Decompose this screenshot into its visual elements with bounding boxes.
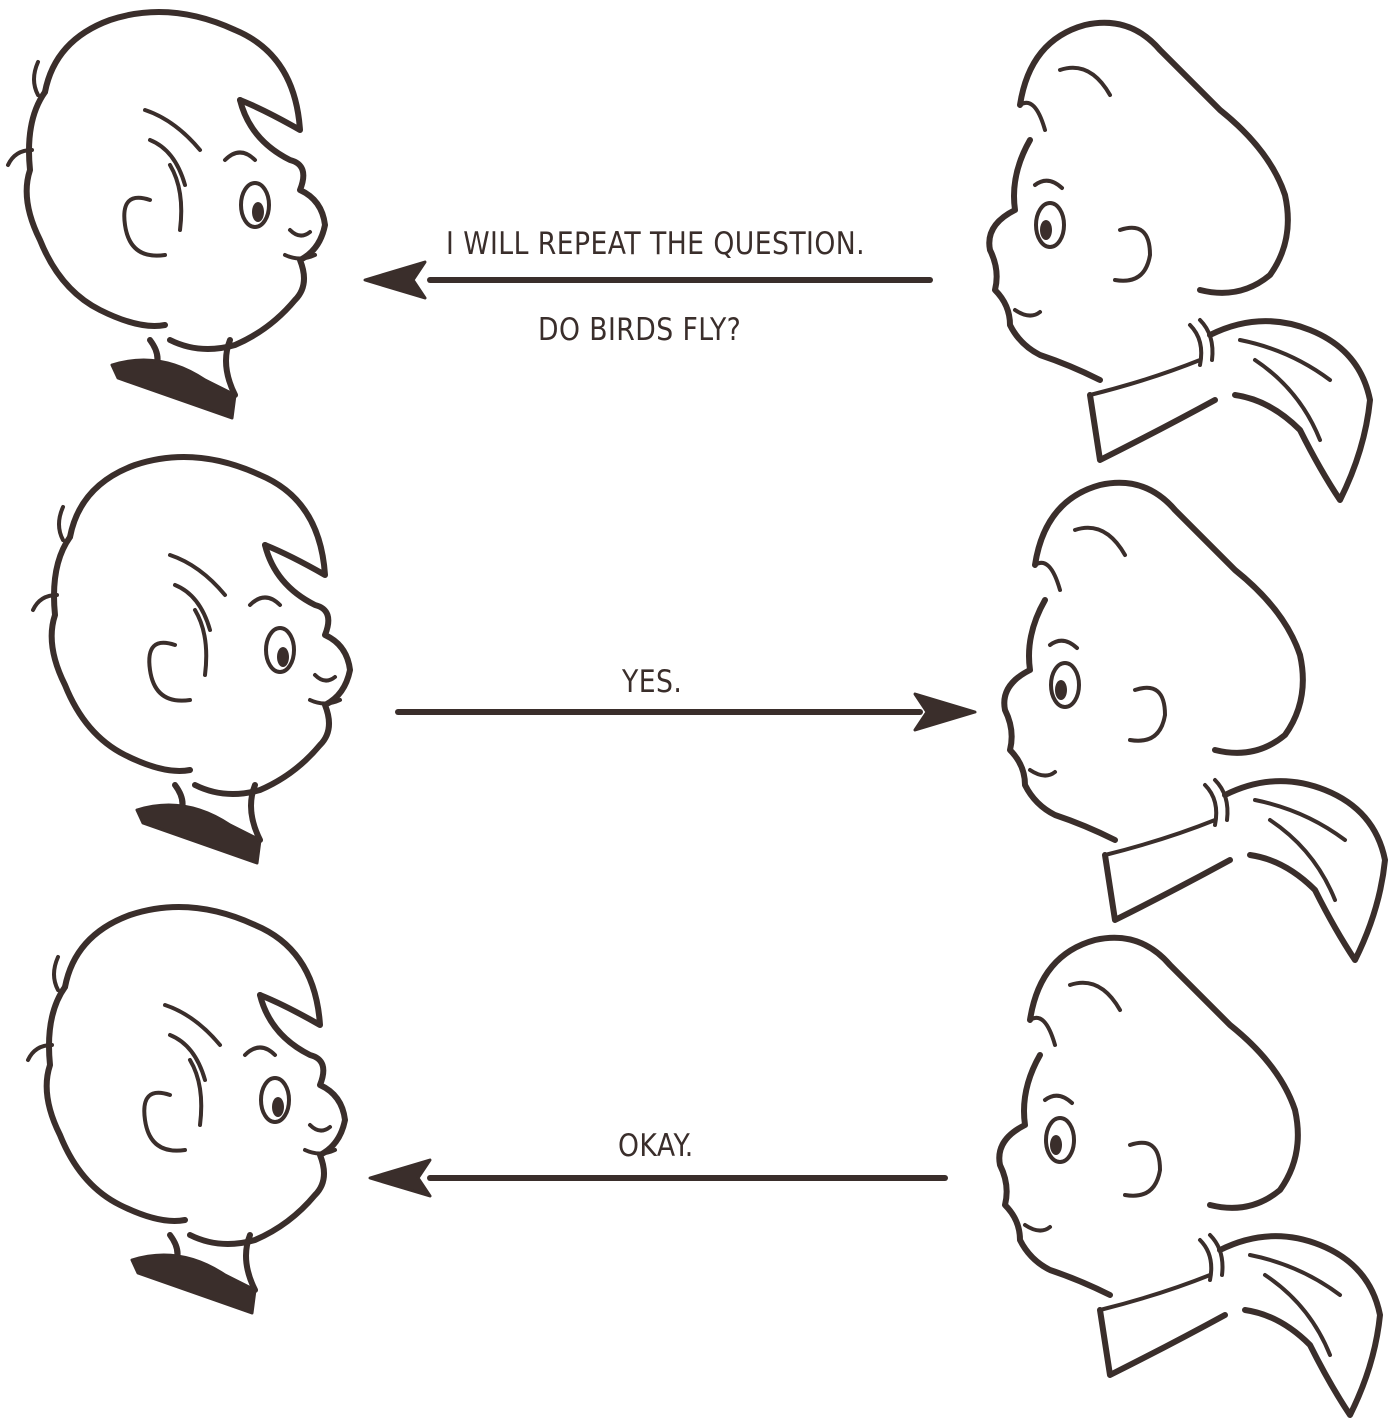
caption-row-1-line-2: DO BIRDS FLY? — [538, 312, 742, 348]
boy-head-row-3 — [28, 907, 345, 1313]
arrow-row-3-left — [368, 1158, 948, 1198]
caption-row-1-line-1: I WILL REPEAT THE QUESTION. — [446, 226, 866, 262]
girl-head-row-1 — [989, 23, 1370, 500]
girl-head-row-3 — [999, 938, 1380, 1415]
arrow-row-2-right — [395, 692, 977, 732]
girl-head-row-2 — [1004, 483, 1385, 960]
boy-head-row-2 — [33, 457, 350, 863]
boy-head-row-1 — [8, 12, 325, 418]
caption-row-2-line-1: YES. — [622, 664, 683, 700]
arrow-row-1-left — [363, 260, 933, 300]
caption-row-3-line-1: OKAY. — [618, 1128, 694, 1164]
